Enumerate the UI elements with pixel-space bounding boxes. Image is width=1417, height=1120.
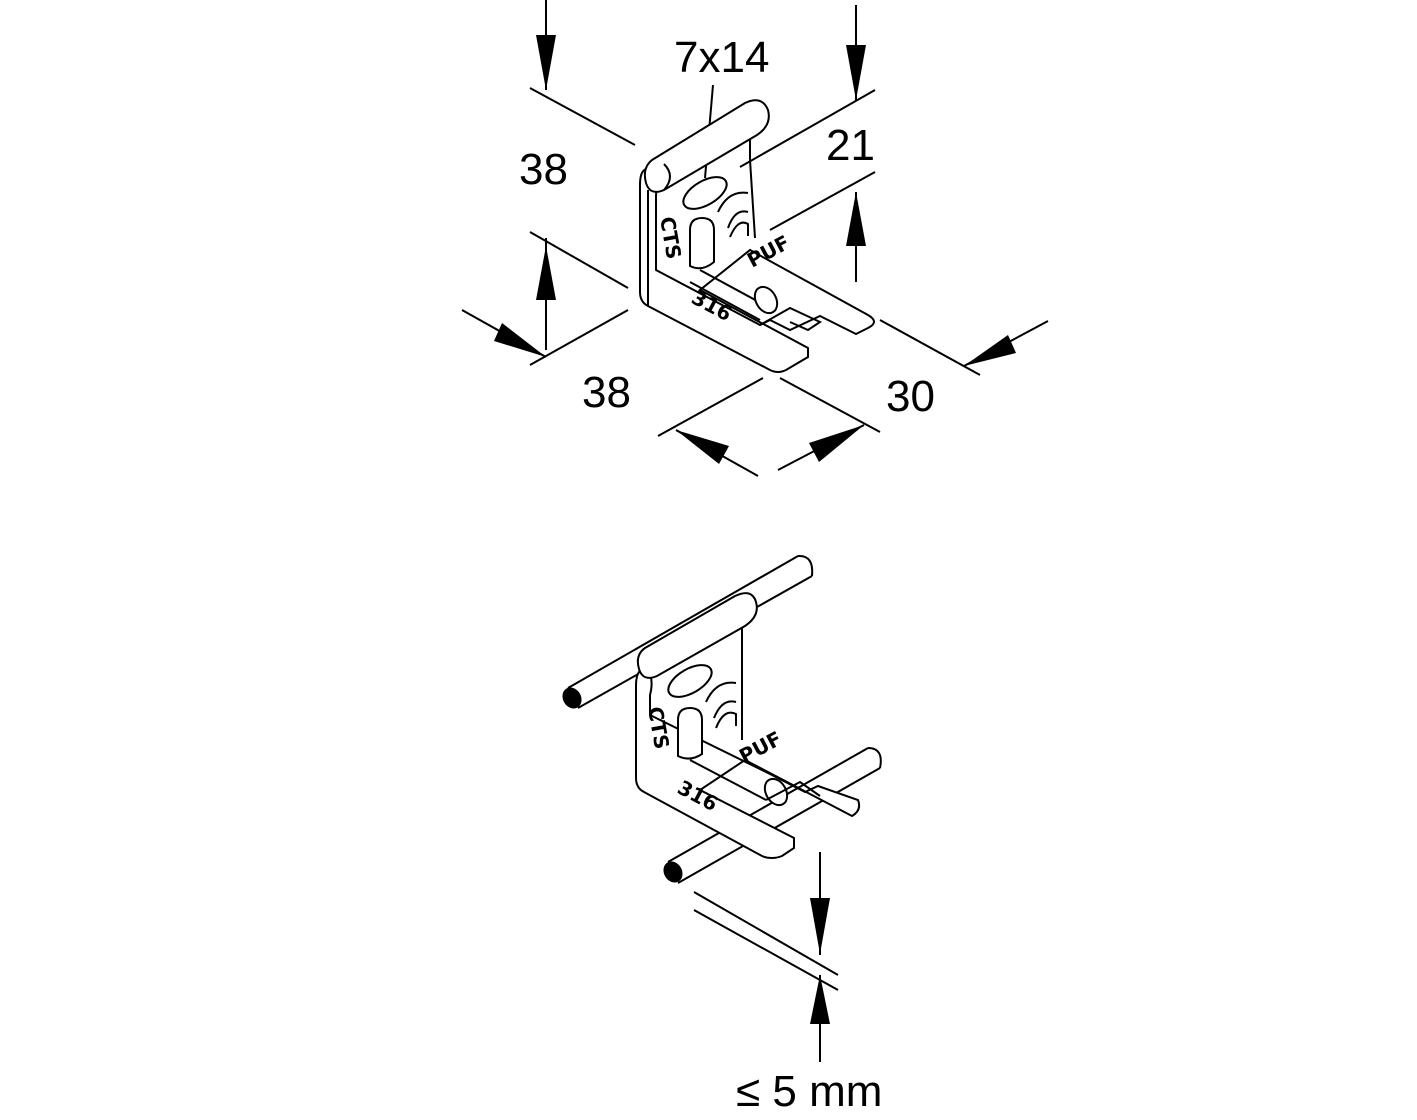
arrowhead xyxy=(810,975,830,1024)
clip-mounted-view: CTS 316 PUF ≤ 5 mm xyxy=(562,554,882,1116)
extension-line xyxy=(529,87,636,146)
arrowhead xyxy=(809,425,864,462)
arrowhead xyxy=(536,246,556,300)
spring-arc xyxy=(717,191,749,213)
arrowhead xyxy=(494,323,546,357)
brand-mark: CTS xyxy=(655,215,686,261)
slot-hole xyxy=(667,664,713,698)
tab-latch xyxy=(765,780,821,801)
spring-arc xyxy=(713,700,737,719)
slot-dimension-label: 7x14 xyxy=(674,33,769,82)
rod-gap-label: ≤ 5 mm xyxy=(736,1067,882,1116)
tab-roll xyxy=(753,285,779,315)
clip-outline xyxy=(639,168,875,373)
top-height-label: 38 xyxy=(519,145,568,194)
tab-mark: PUF xyxy=(743,230,794,272)
fold-line xyxy=(689,759,767,801)
spring-arc xyxy=(727,210,749,229)
extension-line xyxy=(693,909,839,991)
inner-roll xyxy=(677,706,703,760)
top-hook xyxy=(636,592,758,679)
top-hook xyxy=(643,99,770,193)
depth-label: 30 xyxy=(886,372,935,421)
extension-line xyxy=(529,309,629,366)
clip-top-view: CTS 316 PUF 7x14 38 21 38 30 xyxy=(461,0,1049,477)
lower-height-label: 38 xyxy=(582,368,631,417)
extension-line xyxy=(769,171,876,231)
rod-edge xyxy=(567,555,799,689)
arrowhead xyxy=(810,898,830,954)
rod-edge xyxy=(667,747,869,863)
tab-roll xyxy=(763,777,789,807)
slot-hole xyxy=(682,176,728,210)
arrowhead xyxy=(676,430,729,464)
arrowhead xyxy=(846,192,866,246)
extension-line xyxy=(657,377,764,437)
extension-line xyxy=(879,319,981,376)
rod-end-cap xyxy=(797,554,814,577)
spring-arc xyxy=(715,711,737,729)
rod-end-cap xyxy=(867,747,882,769)
clip-body xyxy=(639,99,875,373)
spring-arc xyxy=(729,221,749,238)
inner-roll xyxy=(689,216,715,270)
clip-outline xyxy=(635,668,861,859)
arrowhead xyxy=(536,35,556,90)
spring-arc xyxy=(705,681,737,703)
upper-tab-height-label: 21 xyxy=(826,121,875,170)
mounted-clip-body xyxy=(635,592,861,859)
lower-rod xyxy=(663,747,882,884)
alloy-mark: 316 xyxy=(688,285,736,326)
rod-end xyxy=(562,687,582,709)
arrowhead xyxy=(964,335,1016,366)
extension-line xyxy=(739,89,876,168)
arrowhead xyxy=(846,45,866,100)
extension-line xyxy=(779,377,881,433)
hook-curl xyxy=(663,163,671,191)
rod-edge xyxy=(677,767,881,884)
fold-line xyxy=(689,281,761,321)
extension-line xyxy=(693,891,839,976)
tab-latch xyxy=(759,306,823,332)
rod-end xyxy=(663,861,683,883)
